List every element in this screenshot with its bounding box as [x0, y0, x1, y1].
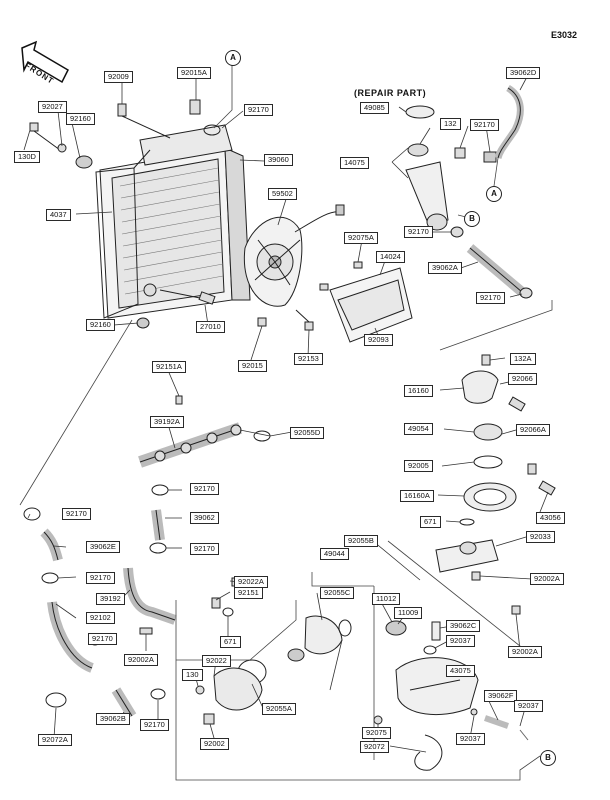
part-label[interactable]: 92072A — [38, 734, 72, 746]
part-label[interactable]: 92170 — [190, 483, 219, 495]
part-label[interactable]: 92072 — [360, 741, 389, 753]
part-label[interactable]: 92055B — [344, 535, 378, 547]
radiator-drawing — [29, 99, 251, 329]
part-label[interactable]: 43075 — [446, 665, 475, 677]
part-label[interactable]: 92075 — [362, 727, 391, 739]
part-label[interactable]: 92170 — [86, 572, 115, 584]
duct-drawing — [319, 261, 413, 343]
part-label[interactable]: 92055D — [290, 427, 325, 439]
part-label[interactable]: 130 — [182, 669, 203, 681]
part-label[interactable]: 49044 — [320, 548, 349, 560]
part-label[interactable]: 59502 — [268, 188, 297, 200]
part-label[interactable]: 92075A — [344, 232, 378, 244]
part-label[interactable]: 92170 — [476, 292, 505, 304]
part-label[interactable]: 92002A — [530, 573, 564, 585]
part-label[interactable]: 49054 — [404, 423, 433, 435]
part-label[interactable]: 39062E — [86, 541, 120, 553]
marker-b-bottom: B — [540, 750, 556, 766]
part-label[interactable]: 92037 — [514, 700, 543, 712]
hose-39062a-drawing — [466, 244, 533, 299]
part-label[interactable]: 39062C — [446, 620, 481, 632]
part-label[interactable]: 14075 — [340, 157, 369, 169]
part-label[interactable]: 39062B — [96, 713, 130, 725]
part-label[interactable]: 92160 — [86, 319, 115, 331]
sensor-drawing — [159, 289, 216, 305]
part-label[interactable]: 92160 — [66, 113, 95, 125]
part-label[interactable]: 14024 — [376, 251, 405, 263]
part-label[interactable]: 92005 — [404, 460, 433, 472]
part-label[interactable]: 11012 — [372, 593, 401, 605]
part-label[interactable]: 11009 — [394, 607, 423, 619]
part-label[interactable]: 130D — [14, 151, 40, 163]
part-label[interactable]: 132A — [510, 353, 536, 365]
pipes-drawing — [23, 395, 271, 719]
page-code: E3032 — [551, 30, 578, 40]
part-label[interactable]: 92066 — [508, 373, 537, 385]
part-label[interactable]: 92055A — [262, 703, 296, 715]
part-label[interactable]: 92102 — [86, 612, 115, 624]
part-label[interactable]: 92151 — [234, 587, 263, 599]
part-label[interactable]: 39192A — [150, 416, 184, 428]
leader-lines — [23, 74, 549, 753]
part-label[interactable]: 16160A — [400, 490, 434, 502]
marker-a-right: A — [486, 186, 502, 202]
part-label[interactable]: 92002A — [508, 646, 542, 658]
part-label[interactable]: 92170 — [140, 719, 169, 731]
thermostat-housing-drawing — [435, 354, 556, 615]
repair-part-title: (REPAIR PART) — [354, 88, 427, 98]
part-label[interactable]: 39060 — [264, 154, 293, 166]
part-label[interactable]: 92033 — [526, 531, 555, 543]
part-label[interactable]: 92027 — [38, 101, 67, 113]
part-label[interactable]: 92055C — [320, 587, 355, 599]
part-label[interactable]: 92015A — [177, 67, 211, 79]
part-label[interactable]: 43056 — [536, 512, 565, 524]
part-label[interactable]: 39062D — [506, 67, 541, 79]
front-arrow-icon — [21, 40, 69, 84]
part-label[interactable]: 39192 — [96, 593, 125, 605]
part-label[interactable]: 132 — [440, 118, 461, 130]
part-label[interactable]: 92170 — [62, 508, 91, 520]
part-label[interactable]: 49085 — [360, 102, 389, 114]
part-label[interactable]: 92015 — [238, 360, 267, 372]
marker-a-top: A — [225, 50, 241, 66]
part-label[interactable]: 27010 — [196, 321, 225, 333]
repair-part-drawing — [405, 84, 524, 238]
marker-b-top: B — [464, 211, 480, 227]
part-label[interactable]: 92037 — [446, 635, 475, 647]
part-label[interactable]: 92151A — [152, 361, 186, 373]
part-label[interactable]: 92093 — [364, 334, 393, 346]
part-label[interactable]: 92170 — [470, 119, 499, 131]
part-label[interactable]: 39062A — [428, 262, 462, 274]
part-label[interactable]: 16160 — [404, 385, 433, 397]
part-label[interactable]: 92002 — [200, 738, 229, 750]
part-label[interactable]: 92170 — [190, 543, 219, 555]
part-label[interactable]: 92037 — [456, 733, 485, 745]
part-label[interactable]: 92170 — [404, 226, 433, 238]
part-label[interactable]: 671 — [220, 636, 241, 648]
part-label[interactable]: 671 — [420, 516, 441, 528]
part-label[interactable]: 92153 — [294, 353, 323, 365]
part-label[interactable]: 92009 — [104, 71, 133, 83]
part-label[interactable]: 39062F — [484, 690, 518, 702]
part-label[interactable]: 92170 — [244, 104, 273, 116]
part-label[interactable]: 4037 — [46, 209, 71, 221]
part-label[interactable]: 92170 — [88, 633, 117, 645]
fan-drawing — [243, 204, 345, 331]
part-label[interactable]: 39062 — [190, 512, 219, 524]
part-label[interactable]: 92022 — [202, 655, 231, 667]
part-label[interactable]: 92066A — [516, 424, 550, 436]
part-label[interactable]: 92002A — [124, 654, 158, 666]
